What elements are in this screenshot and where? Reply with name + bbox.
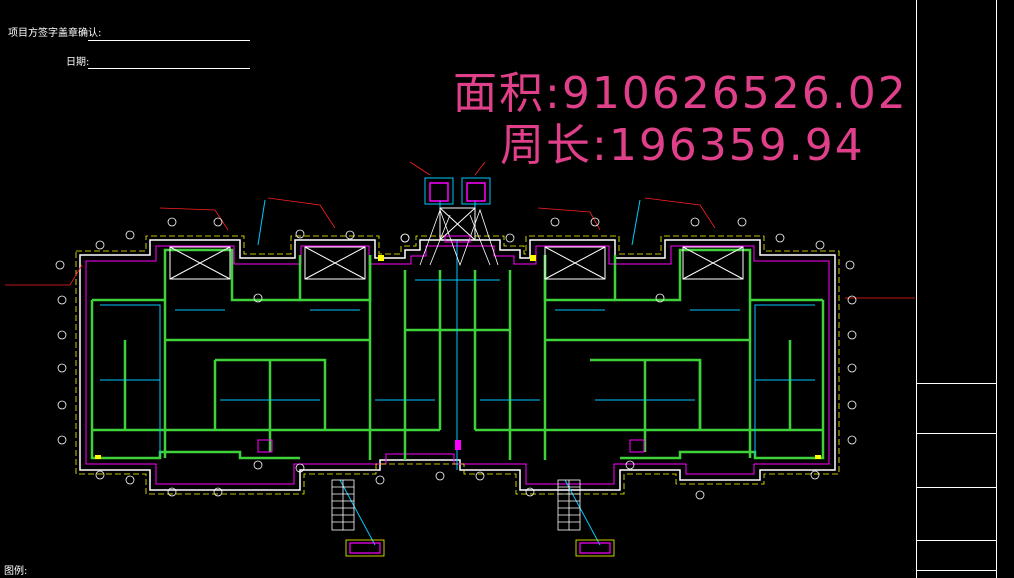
building-outline — [79, 239, 836, 491]
legend-label: 图例: — [4, 566, 28, 577]
building-outline-inner — [85, 245, 830, 485]
title-block-divider — [916, 487, 996, 488]
perimeter-readout: 周长:196359.94 — [500, 120, 865, 171]
top-equipment — [429, 182, 486, 202]
shaft-boxes — [169, 207, 744, 280]
area-readout: 面积:910626526.02 — [453, 68, 908, 119]
title-block-divider — [916, 433, 996, 434]
axis-bubbles — [55, 217, 857, 500]
title-block-divider — [916, 383, 996, 384]
annotation-leaders — [5, 161, 915, 299]
date-signature-line — [88, 68, 250, 69]
title-block-border — [916, 0, 917, 578]
confirm-signature-line — [88, 40, 250, 41]
interior-partitions — [100, 199, 815, 546]
building-outline-yellow — [75, 235, 840, 495]
stair-grid-right — [557, 479, 581, 531]
title-block-divider — [916, 540, 996, 541]
title-block-divider — [916, 570, 996, 571]
title-block-border — [996, 0, 997, 578]
central-truss — [419, 208, 499, 267]
confirm-label: 项目方签字盖章确认: — [8, 28, 102, 39]
color-accents — [95, 235, 821, 459]
date-label: 日期: — [66, 57, 90, 68]
stair-grid-left — [331, 479, 355, 531]
